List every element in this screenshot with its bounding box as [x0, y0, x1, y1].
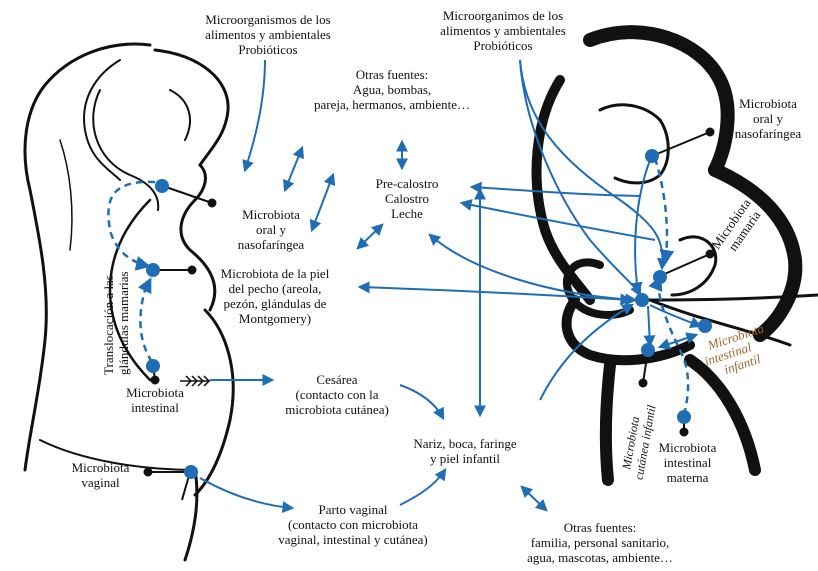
- dot-intestinal-left: [146, 359, 160, 373]
- arrow-precalostro-mamaria: [472, 187, 640, 196]
- label-parto: Parto vaginal (contacto con microbiota v…: [258, 502, 448, 547]
- dot-mamaria: [653, 270, 667, 284]
- arrow-cesarea-nariz: [400, 385, 443, 418]
- dashed-intestinal-to-piel: [140, 280, 152, 362]
- dot-cutanea-infantil: [641, 343, 655, 357]
- label-cesarea: Cesárea (contacto con la microbiota cutá…: [272, 372, 402, 417]
- label-food-left: Microorganismos de los alimentos y ambie…: [183, 12, 353, 57]
- dot-intestinal-materna: [677, 410, 691, 424]
- dot-oral-left: [155, 179, 169, 193]
- label-nariz: Nariz, boca, faringe y piel infantil: [400, 436, 530, 466]
- arrow-parto-nariz: [400, 470, 445, 505]
- label-intestinal-materna: Microbiota intestinal materna: [640, 440, 735, 485]
- label-otras-bottom: Otras fuentes: familia, personal sanitar…: [510, 520, 690, 565]
- label-oral-right: Microbiota oral y nasofaríngea: [718, 96, 818, 141]
- dot-piel-pecho: [146, 263, 160, 277]
- label-intestinal-left: Microbiota intestinal: [110, 385, 200, 415]
- dot-infant-mouth: [635, 293, 649, 307]
- arrow-right-oral-infant: [635, 160, 650, 292]
- arrow-precalostro-oral: [358, 225, 382, 248]
- label-otras-top: Otras fuentes: Agua, bombas, pareja, her…: [292, 67, 492, 112]
- label-piel-pecho: Microbiota de la piel del pecho (areola,…: [200, 266, 350, 326]
- label-translocacion: Translocación a las glándulas mamarias: [101, 271, 131, 375]
- label-oral-left: Microbiota oral y nasofaríngea: [226, 207, 316, 252]
- dot-intestinal-infantil: [698, 319, 712, 333]
- arrow-otras-oral-left: [285, 148, 302, 190]
- arrow-nariz-otras-bottom: [522, 487, 546, 510]
- arrow-mamaria-precalostro: [462, 203, 655, 240]
- label-vaginal: Microbiota vaginal: [58, 460, 143, 490]
- arrow-food-to-oral-left: [245, 60, 265, 170]
- arrow-infant-cutanea: [648, 306, 650, 345]
- label-precalostro: Pre-calostro Calostro Leche: [362, 176, 452, 221]
- dot-vaginal: [184, 465, 198, 479]
- dot-oral-right: [645, 149, 659, 163]
- label-food-right: Microorganimos de los alimentos y ambien…: [418, 8, 588, 53]
